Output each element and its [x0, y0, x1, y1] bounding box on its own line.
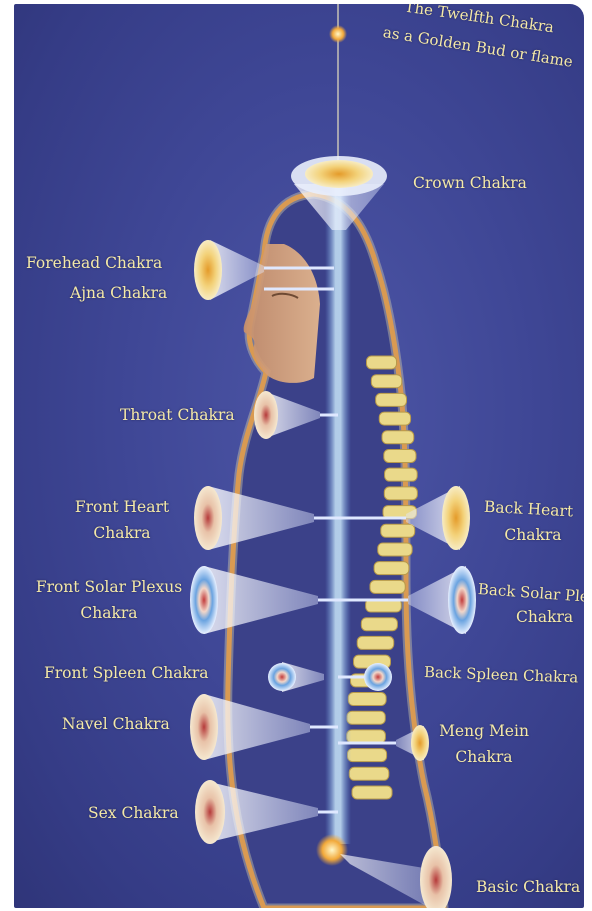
vertebra [347, 749, 386, 762]
vertebra [379, 412, 410, 425]
crown-chakra-label: Crown Chakra [413, 170, 527, 196]
front-heart-chakra-label-line2: Chakra [72, 520, 172, 546]
chakra-diagram [14, 4, 584, 908]
vertebra [370, 580, 405, 593]
central-energy-channel [325, 184, 351, 844]
vertebra [376, 393, 407, 406]
sex-chakra-label: Sex Chakra [88, 800, 179, 826]
basic-chakra-label: Basic Chakra [476, 874, 580, 900]
vertebra [357, 636, 394, 649]
front-heart-chakra-label-line1: Front Heart [72, 494, 172, 520]
vertebra [371, 375, 401, 388]
throat-chakra-label: Throat Chakra [120, 402, 235, 428]
vertebra [367, 356, 397, 369]
vertebra [385, 468, 418, 481]
vertebra [361, 618, 397, 631]
back-heart-chakra-label-line1: Back Heart [483, 494, 570, 524]
meng-mein-chakra-label-line2: Chakra [430, 744, 538, 770]
vertebra [349, 767, 389, 780]
forehead-chakra-label: Forehead Chakra [26, 250, 162, 276]
vertebra [348, 693, 386, 706]
front-solar-plexus-label-line1: Front Solar Plexus [34, 574, 184, 600]
meng-mein-chakra-label-line1: Meng Mein [430, 718, 538, 744]
vertebra [347, 711, 385, 724]
back-spleen-chakra-label: Back Spleen Chakra [424, 659, 579, 690]
back-solar-plexus-label-line2: Chakra [516, 604, 573, 630]
twelfth-chakra-bud [329, 25, 347, 43]
vertebra [381, 524, 415, 537]
navel-chakra-label: Navel Chakra [62, 711, 170, 737]
vertebra [374, 562, 409, 575]
ajna-chakra-label: Ajna Chakra [70, 280, 167, 306]
vertebra [382, 431, 414, 444]
vertebra [352, 786, 392, 799]
front-spleen-chakra-label: Front Spleen Chakra [44, 660, 209, 686]
vertebra [384, 487, 417, 500]
vertebra [378, 543, 412, 556]
vertebra [384, 449, 416, 462]
front-solar-plexus-label-line2: Chakra [34, 600, 184, 626]
chakra-illustration: The Twelfth Chakra as a Golden Bud or fl… [14, 4, 584, 908]
vertebra [347, 730, 386, 743]
back-heart-chakra-label-line2: Chakra [490, 522, 576, 548]
